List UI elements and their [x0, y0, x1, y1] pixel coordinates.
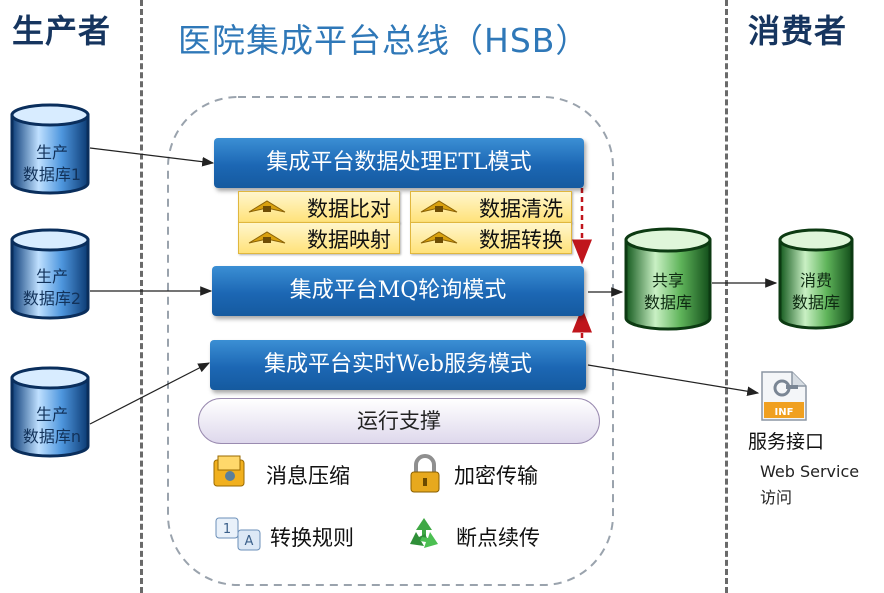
arrow-db1-to-etl [89, 147, 215, 167]
bus-title: 医院集成平台总线（HSB） [178, 21, 590, 60]
svg-text:1: 1 [223, 522, 231, 537]
producer-db-n-icon [10, 366, 90, 458]
divider-left [140, 0, 143, 593]
transform-rule-icon: 1 A [215, 517, 261, 551]
etl-mode-bar[interactable]: 集成平台数据处理ETL模式 [214, 138, 584, 188]
divider-right [725, 0, 728, 593]
feature-transform-rules: 转换规则 [270, 526, 354, 550]
web-mode-bar[interactable]: 集成平台实时Web服务模式 [210, 340, 586, 390]
feature-message-compress: 消息压缩 [266, 464, 350, 488]
consumer-db-label: 消费 数据库 [791, 271, 840, 312]
shared-db-icon [624, 227, 712, 331]
arrow-web-to-service [587, 364, 760, 396]
feature-encrypted-transfer: 加密传输 [454, 464, 538, 488]
mq-mode-bar[interactable]: 集成平台MQ轮询模式 [212, 266, 584, 316]
producer-title: 生产者 [12, 12, 112, 50]
etl-chip-transform: 数据转换 [410, 222, 572, 254]
web-service-access-label: 访问 [760, 488, 793, 507]
data-compare-icon [248, 200, 286, 213]
shared-db-label: 共享 数据库 [643, 271, 692, 312]
recycle-icon [410, 518, 438, 548]
data-clean-icon [420, 200, 458, 213]
svg-text:A: A [245, 534, 254, 549]
service-interface-label: 服务接口 [748, 431, 825, 453]
etl-chip-compare: 数据比对 [238, 191, 400, 223]
consumer-title: 消费者 [748, 12, 848, 50]
producer-db-2-icon [10, 228, 90, 320]
producer-db-n-label: 生产 数据库n [22, 405, 82, 446]
message-compress-icon [213, 455, 245, 487]
consumer-db-icon [778, 228, 854, 330]
platform-container [167, 96, 614, 586]
data-transform-icon [420, 231, 458, 244]
etl-chip-map: 数据映射 [238, 222, 400, 254]
arrow-dbn-to-web [89, 362, 211, 425]
producer-db-1-label: 生产 数据库1 [22, 143, 82, 184]
web-service-label: Web Service [760, 462, 860, 481]
producer-db-2-label: 生产 数据库2 [22, 267, 82, 308]
service-interface-icon [761, 371, 807, 421]
service-icon-text: INF [775, 407, 794, 418]
etl-chip-clean: 数据清洗 [410, 191, 572, 223]
feature-resume-transfer: 断点续传 [456, 526, 540, 550]
lock-icon [410, 454, 440, 493]
producer-db-1-icon [10, 103, 90, 195]
data-map-icon [248, 231, 286, 244]
runtime-support-bar[interactable]: 运行支撑 [198, 398, 600, 444]
